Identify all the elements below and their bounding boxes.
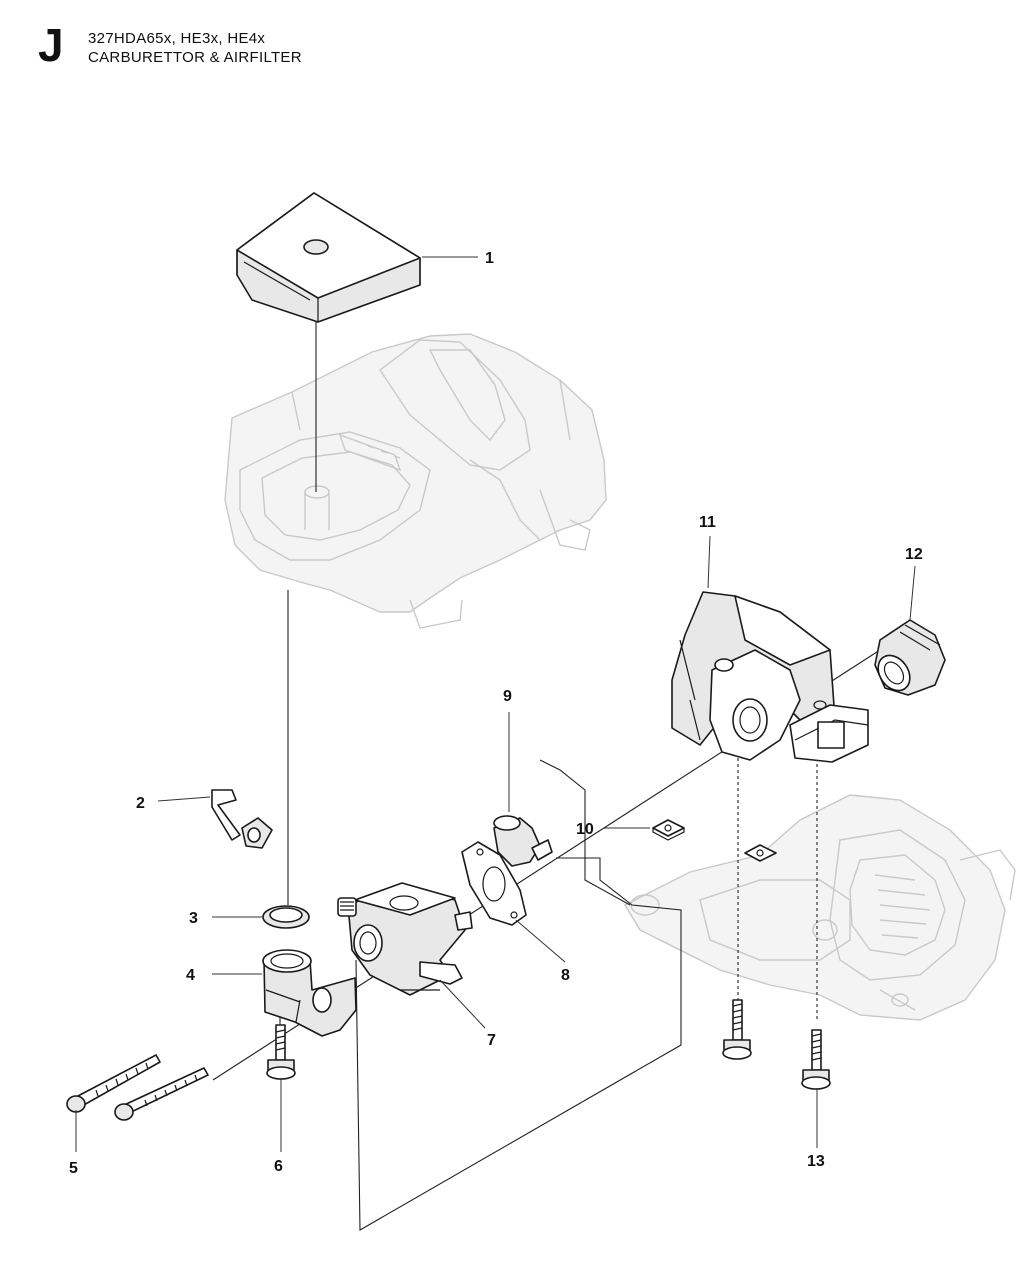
callout-2: 2: [136, 795, 145, 812]
part-choke-lever: [211, 789, 273, 849]
model-numbers: 327HDA65x, HE3x, HE4x: [88, 30, 266, 47]
callout-5: 5: [69, 1160, 78, 1177]
part-intake-boot: [874, 619, 946, 696]
callout-8: 8: [561, 967, 570, 984]
part-filter-base: [671, 591, 869, 763]
callout-numbers: 1 2 3 4 5 6 7 8 9 10 11 12 13: [69, 250, 923, 1177]
callout-4: 4: [186, 967, 195, 984]
ghost-cylinder-cover: [224, 333, 607, 629]
callout-1: 1: [485, 250, 494, 267]
part-gasket: [461, 841, 527, 926]
callout-10: 10: [576, 821, 594, 838]
part-long-screws: [722, 999, 831, 1090]
callout-7: 7: [487, 1032, 496, 1049]
part-screw-vertical: [266, 1024, 296, 1080]
part-valve: [493, 815, 553, 867]
callout-12: 12: [905, 546, 923, 563]
leader-lines: [75, 256, 916, 1152]
part-seal-ring: [262, 905, 310, 929]
part-intake-elbow: [262, 949, 357, 1037]
ghost-crankcase: [624, 794, 1016, 1021]
callout-6: 6: [274, 1158, 283, 1175]
section-letter: J: [38, 19, 64, 71]
diagram-title: CARBURETTOR & AIRFILTER: [88, 49, 302, 66]
callout-13: 13: [807, 1153, 825, 1170]
part-carburettor: [337, 882, 473, 996]
callout-9: 9: [503, 688, 512, 705]
part-air-filter: [236, 192, 421, 323]
part-bolts-pair: [66, 1054, 209, 1121]
callout-11: 11: [699, 514, 716, 531]
part-square-nut: [652, 819, 777, 862]
callout-3: 3: [189, 910, 198, 927]
